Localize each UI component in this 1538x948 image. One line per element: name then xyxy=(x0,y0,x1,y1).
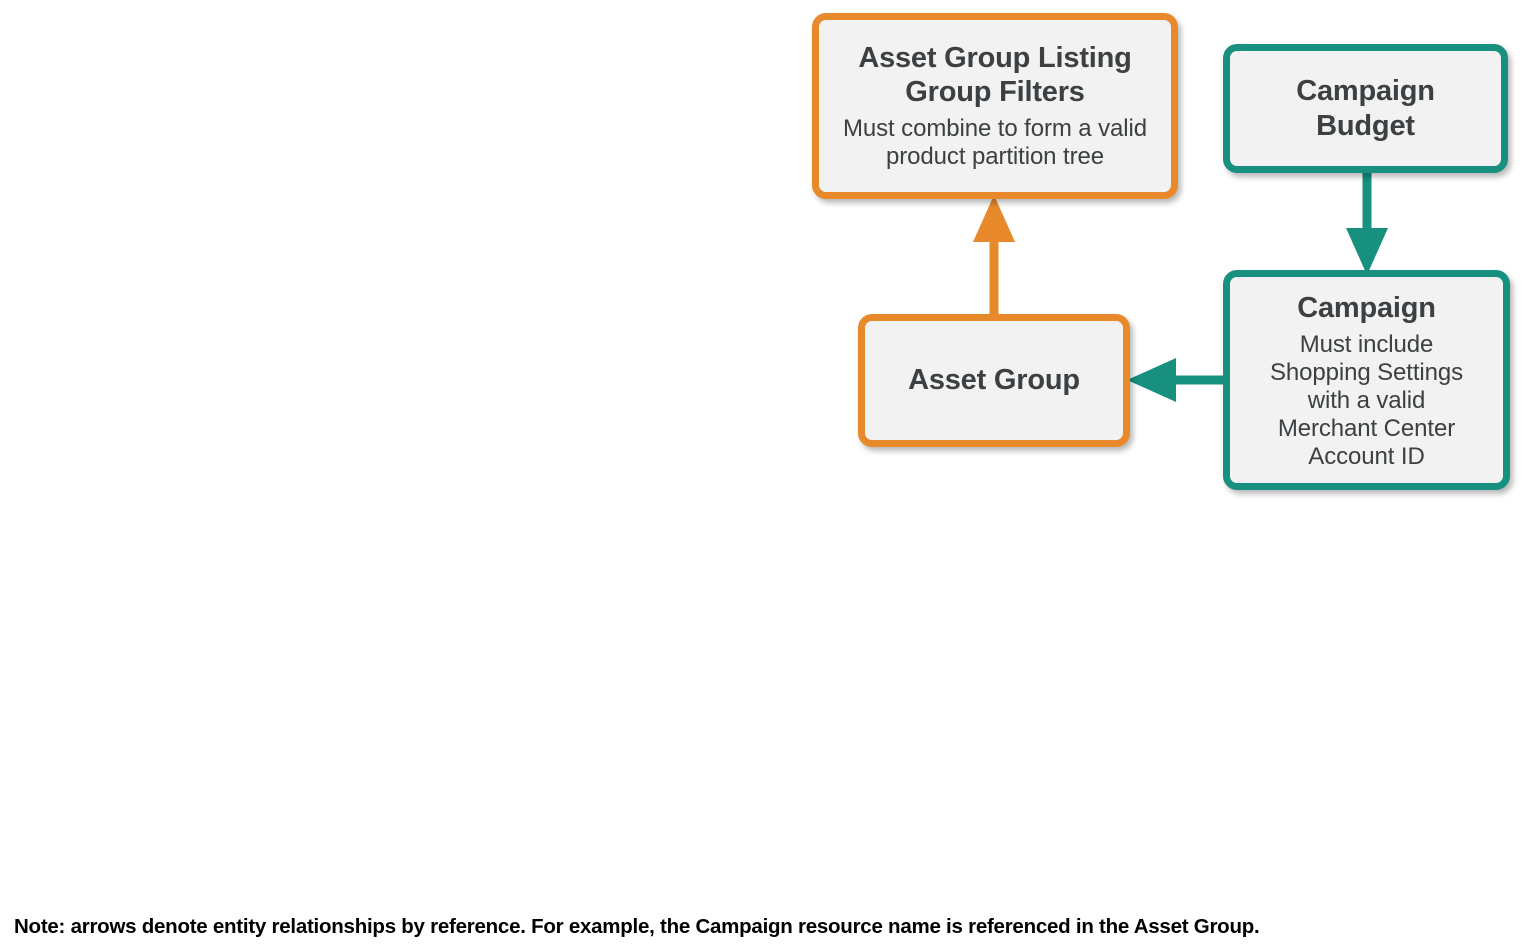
node-campaign-budget[interactable]: Campaign Budget xyxy=(1223,44,1508,173)
node-title: Asset Group Listing Group Filters xyxy=(858,41,1132,108)
node-asset-group-listing-group-filters[interactable]: Asset Group Listing Group Filters Must c… xyxy=(812,13,1178,199)
node-subtitle: Must include Shopping Settings with a va… xyxy=(1269,330,1464,471)
node-campaign[interactable]: Campaign Must include Shopping Settings … xyxy=(1223,270,1510,490)
edge-asset-group-to-listing-group-filters xyxy=(968,192,1020,322)
node-subtitle: Must combine to form a valid product par… xyxy=(843,115,1147,171)
node-title: Campaign xyxy=(1297,291,1436,324)
node-title: Campaign Budget xyxy=(1296,75,1435,142)
diagram-footnote: Note: arrows denote entity relationships… xyxy=(14,915,1260,938)
edge-campaign-budget-to-campaign xyxy=(1341,166,1393,278)
node-title: Asset Group xyxy=(908,364,1080,397)
node-asset-group[interactable]: Asset Group xyxy=(858,314,1130,447)
edge-campaign-to-asset-group xyxy=(1120,354,1240,406)
